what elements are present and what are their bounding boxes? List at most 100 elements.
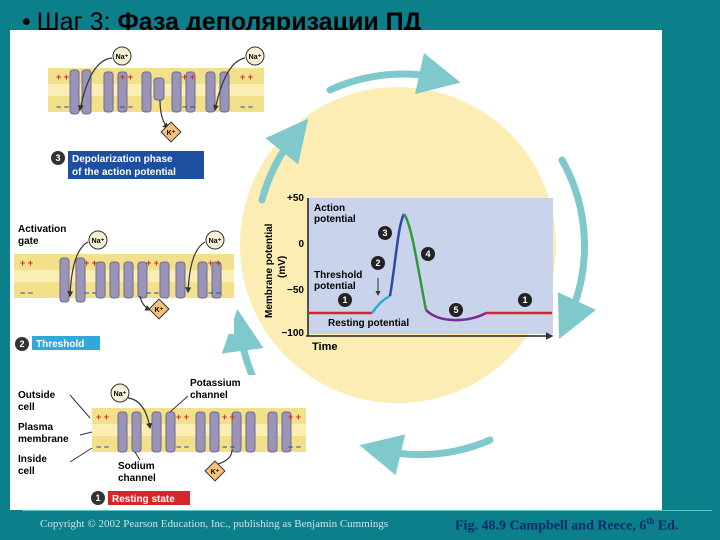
svg-text:Na⁺: Na⁺ bbox=[92, 238, 105, 245]
step-1-number: 1 bbox=[95, 493, 100, 503]
threshold-label-box bbox=[32, 336, 100, 350]
svg-text:K⁺: K⁺ bbox=[211, 469, 220, 476]
graph-marker-1b: 1 bbox=[522, 295, 527, 305]
na-ion-top-left: Na⁺ bbox=[112, 46, 132, 66]
outside-cell-label-1: Outside bbox=[18, 390, 56, 401]
depolarization-label-2: of the action potential bbox=[72, 167, 176, 178]
membrane-panel-depolarization: + + + + + + + + − − − − − − − − Na⁺ Na⁺ K⁺ 3 bbox=[48, 42, 265, 179]
graph-marker-5: 5 bbox=[453, 305, 458, 315]
svg-text:− −: − − bbox=[208, 288, 221, 298]
svg-text:− −: − − bbox=[288, 442, 301, 452]
graph-resting-potential-label: Resting potential bbox=[328, 318, 409, 329]
sodium-channel-label-2: channel bbox=[118, 473, 156, 484]
graph-marker-2: 2 bbox=[375, 258, 380, 268]
figure-citation-end: Ed. bbox=[654, 518, 679, 534]
k-ion-mid: K⁺ bbox=[148, 298, 170, 320]
svg-text:+ +: + + bbox=[120, 72, 133, 82]
curve-undershoot bbox=[425, 309, 487, 322]
svg-text:+ +: + + bbox=[146, 258, 159, 268]
svg-text:Na⁺: Na⁺ bbox=[249, 54, 262, 61]
activation-gate-label-1: Activation bbox=[18, 224, 66, 235]
curve-depolarization bbox=[388, 213, 406, 297]
svg-text:+ +: + + bbox=[96, 412, 109, 422]
curve-threshold bbox=[371, 294, 391, 314]
plasma-membrane-label-2: membrane bbox=[18, 434, 69, 445]
na-ion-bottom: Na⁺ bbox=[110, 383, 130, 403]
svg-text:+ +: + + bbox=[240, 72, 253, 82]
figure-citation-sup: th bbox=[646, 516, 655, 526]
tick-minus100: −100 bbox=[281, 328, 304, 339]
graph-action-label-1: Action bbox=[314, 203, 345, 214]
svg-text:− −: − − bbox=[20, 288, 33, 298]
curve-repolarization bbox=[402, 213, 428, 311]
svg-text:+ +: + + bbox=[208, 258, 221, 268]
resting-state-label: Resting state bbox=[112, 494, 175, 505]
svg-text:+ +: + + bbox=[56, 72, 69, 82]
graph-threshold-label-1: Threshold bbox=[314, 270, 362, 281]
svg-text:− −: − − bbox=[240, 102, 253, 112]
sodium-channel-label-1: Sodium bbox=[118, 461, 155, 472]
svg-text:+ +: + + bbox=[222, 412, 235, 422]
depolarization-label-box bbox=[68, 151, 204, 179]
activation-gate-label-2: gate bbox=[18, 236, 39, 247]
graph-ylabel-2: (mV) bbox=[277, 256, 288, 278]
step-2-number: 2 bbox=[19, 339, 24, 349]
graph-ylabel-1: Membrane potential bbox=[264, 223, 275, 318]
graph-marker-4: 4 bbox=[425, 249, 430, 259]
svg-text:− −: − − bbox=[84, 288, 97, 298]
svg-text:− −: − − bbox=[222, 442, 235, 452]
cycle-arrow-top bbox=[326, 53, 461, 95]
svg-text:K⁺: K⁺ bbox=[155, 307, 164, 314]
tick-minus50: −50 bbox=[287, 285, 304, 296]
svg-text:Na⁺: Na⁺ bbox=[116, 54, 129, 61]
graph-marker-3: 3 bbox=[382, 228, 387, 238]
membrane-panel-resting: + + + + + + + + − − − − − − − − Na⁺ K⁺ Potassi… bbox=[92, 375, 306, 487]
svg-text:+ +: + + bbox=[182, 72, 195, 82]
step-1-badge bbox=[91, 491, 105, 505]
graph-xlabel: Time bbox=[312, 341, 337, 353]
potassium-channel-label-1: Potassium bbox=[190, 378, 241, 389]
step-2-badge bbox=[15, 337, 29, 351]
step-3-number: 3 bbox=[55, 153, 60, 163]
footer-divider bbox=[22, 510, 712, 511]
graph-marker-1: 1 bbox=[342, 295, 347, 305]
svg-text:+ +: + + bbox=[20, 258, 33, 268]
side-labels: Outside cell Plasma membrane Inside cell bbox=[18, 390, 69, 477]
tick-0: 0 bbox=[298, 239, 304, 250]
threshold-label: Threshold bbox=[36, 339, 84, 350]
svg-text:+ +: + + bbox=[84, 258, 97, 268]
svg-text:− −: − − bbox=[182, 102, 195, 112]
bullet-icon: • bbox=[22, 8, 31, 36]
cycle-arrow-bottom bbox=[359, 434, 494, 476]
inside-cell-label-2: cell bbox=[18, 466, 35, 477]
depolarization-label-1: Depolarization phase bbox=[72, 154, 173, 165]
svg-text:− −: − − bbox=[96, 442, 109, 452]
na-ion-top-right: Na⁺ bbox=[245, 46, 265, 66]
svg-text:− −: − − bbox=[120, 102, 133, 112]
svg-text:− −: − − bbox=[176, 442, 189, 452]
resting-state-label-box bbox=[108, 491, 190, 505]
na-ion-mid-left: Na⁺ bbox=[88, 230, 108, 250]
svg-text:Na⁺: Na⁺ bbox=[114, 391, 127, 398]
graph-background bbox=[308, 198, 553, 334]
plasma-membrane-label-1: Plasma bbox=[18, 422, 53, 433]
outside-cell-label-2: cell bbox=[18, 402, 35, 413]
svg-text:− −: − − bbox=[146, 288, 159, 298]
action-potential-graph: +50 0 −50 −100 Membrane potential (mV) T… bbox=[264, 193, 554, 353]
cycle-arrow-left-high bbox=[258, 118, 309, 204]
svg-text:Na⁺: Na⁺ bbox=[209, 238, 222, 245]
na-ion-mid-right: Na⁺ bbox=[205, 230, 225, 250]
svg-text:− −: − − bbox=[56, 102, 69, 112]
graph-threshold-label-2: potential bbox=[314, 281, 356, 292]
k-ion-top: K⁺ bbox=[160, 121, 182, 143]
cycle-arrows bbox=[221, 53, 596, 476]
step-3-badge bbox=[51, 151, 65, 165]
cycle-arrow-right bbox=[557, 156, 596, 340]
svg-text:+ +: + + bbox=[176, 412, 189, 422]
graph-action-label-2: potential bbox=[314, 214, 356, 225]
k-ion-bottom: K⁺ bbox=[204, 460, 226, 482]
svg-text:+ +: + + bbox=[288, 412, 301, 422]
tick-plus50: +50 bbox=[287, 193, 304, 204]
